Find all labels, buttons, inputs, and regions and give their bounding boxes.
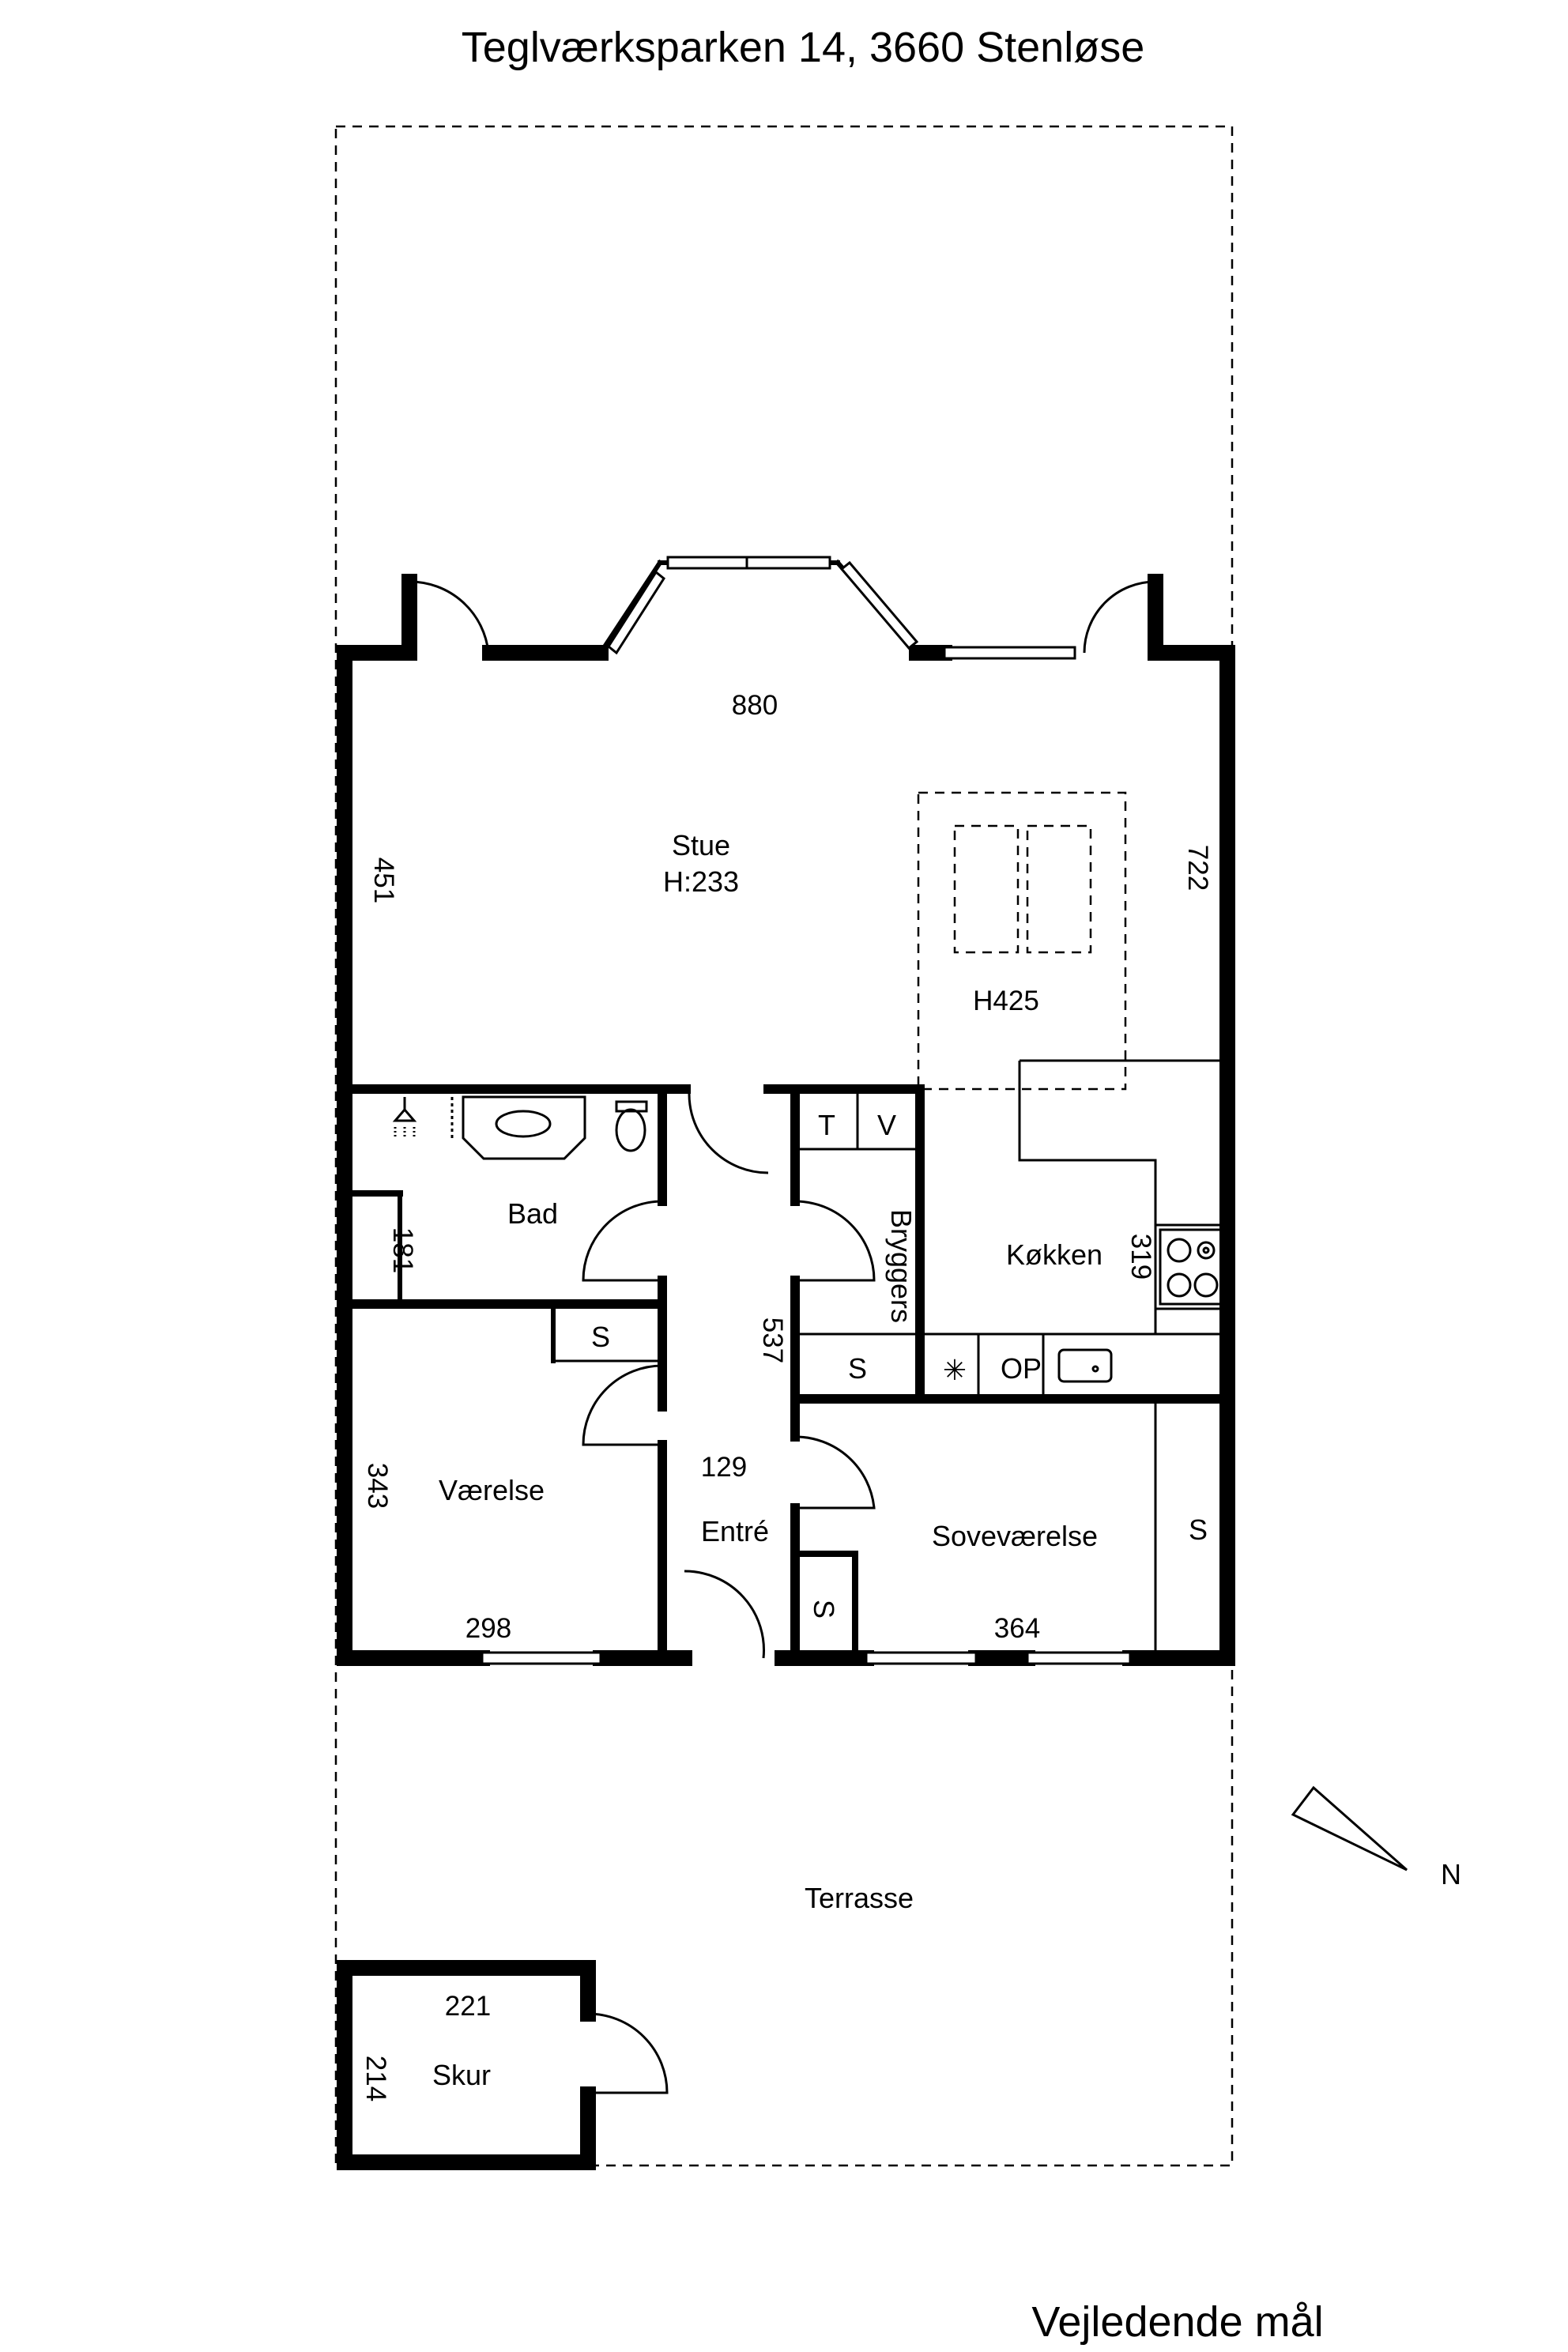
fixture-s-entre: S (808, 1600, 840, 1619)
stue-width-dim: 880 (732, 690, 778, 721)
bryggers-dim: 537 (757, 1317, 788, 1363)
fixture-s-vaerelse: S (591, 1321, 610, 1353)
shed (337, 1960, 669, 2170)
stue-height: H:233 (663, 865, 739, 898)
terrasse-name: Terrasse (805, 1882, 914, 1914)
bay-window (597, 556, 1076, 660)
bryggers-name: Bryggers (885, 1209, 918, 1323)
skur-left-dim: 214 (360, 2056, 391, 2101)
footer-note: Vejledende mål (1031, 2298, 1323, 2346)
bathroom-fixtures (392, 1095, 648, 1160)
sovevaerelse-bottom-dim: 364 (994, 1613, 1040, 1644)
stue-right-dim: 722 (1182, 845, 1213, 891)
interior-walls (340, 1059, 1232, 1663)
bad-dim: 181 (387, 1227, 418, 1273)
fan-icon: ✳ (943, 1354, 967, 1386)
fixture-t: T (818, 1109, 835, 1141)
entre-name: Entré (701, 1515, 769, 1547)
plan-title: Teglværksparken 14, 3660 Stenløse (462, 24, 1144, 71)
stue-name: Stue (672, 829, 730, 861)
skur-name: Skur (432, 2059, 491, 2091)
compass-label: N (1441, 1858, 1461, 1890)
vaerelse-name: Værelse (439, 1474, 545, 1506)
compass-arrow-icon (1291, 1785, 1408, 1871)
fixture-s-bryggers: S (848, 1352, 867, 1385)
interior-doors (582, 1093, 876, 1659)
vaerelse-bottom-dim: 298 (466, 1613, 511, 1644)
koekken-name: Køkken (1006, 1238, 1102, 1271)
fixture-op: OP (1001, 1352, 1042, 1385)
koekken-dim: 319 (1125, 1234, 1156, 1280)
sovevaerelse-name: Soveværelse (932, 1520, 1098, 1552)
fixture-s-sove: S (1189, 1513, 1208, 1546)
vaulted-label: H425 (973, 986, 1039, 1016)
stue-left-dim: 451 (368, 858, 399, 903)
stove (1159, 1228, 1223, 1306)
entre-dim: 129 (701, 1452, 747, 1483)
bottom-windows (481, 1651, 1132, 1665)
vaulted-area (917, 791, 1127, 1091)
bad-name: Bad (507, 1197, 558, 1230)
fixture-v: V (877, 1109, 896, 1141)
garden-doors (409, 580, 1156, 654)
kitchen-sink (1057, 1348, 1113, 1383)
vaerelse-left-dim: 343 (362, 1463, 393, 1509)
skur-top-dim: 221 (445, 1991, 491, 2022)
